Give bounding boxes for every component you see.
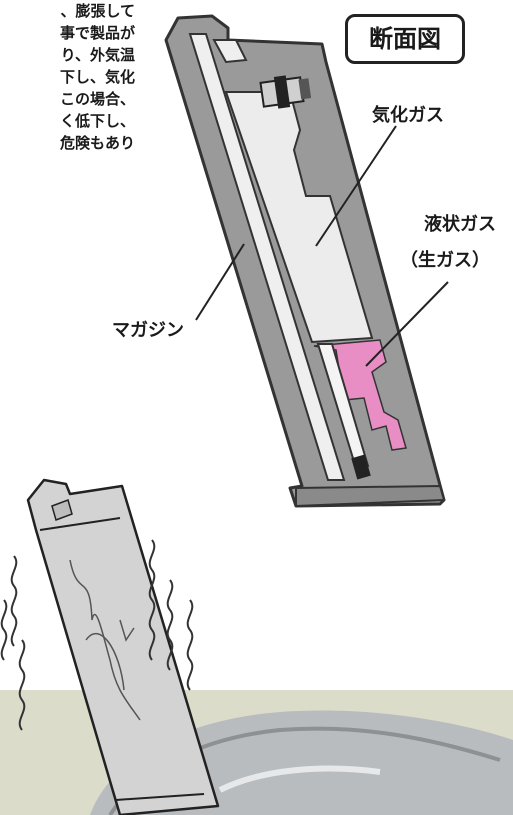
body-text-line: り、外気温	[60, 46, 135, 64]
label-vaporized-gas: 気化ガス	[372, 105, 444, 126]
body-text-line: この場合、	[59, 90, 135, 108]
valve	[259, 75, 312, 109]
diagram-title: 断面図	[345, 14, 465, 64]
body-text: 、膨張して 事で製品が り、外気温 下し、気化 この場合、 く低下し、 危険もあ…	[0, 0, 135, 154]
magazine-illustration	[26, 478, 220, 815]
body-text-line: 下し、気化	[59, 68, 135, 86]
label-magazine: マガジン	[112, 320, 184, 341]
gas-chamber	[224, 91, 374, 344]
body-text-line: 危険もあり	[59, 134, 135, 152]
label-liquid-gas-raw: （生ガス）	[400, 250, 490, 271]
label-liquid-gas: 液状ガス	[424, 214, 496, 235]
heat-waves	[0, 539, 194, 731]
magazine-cross-section	[164, 14, 449, 508]
body-text-line: 、膨張して	[60, 2, 135, 20]
body-text-line: 事で製品が	[59, 24, 135, 42]
body-text-line: く低下し、	[59, 112, 135, 130]
